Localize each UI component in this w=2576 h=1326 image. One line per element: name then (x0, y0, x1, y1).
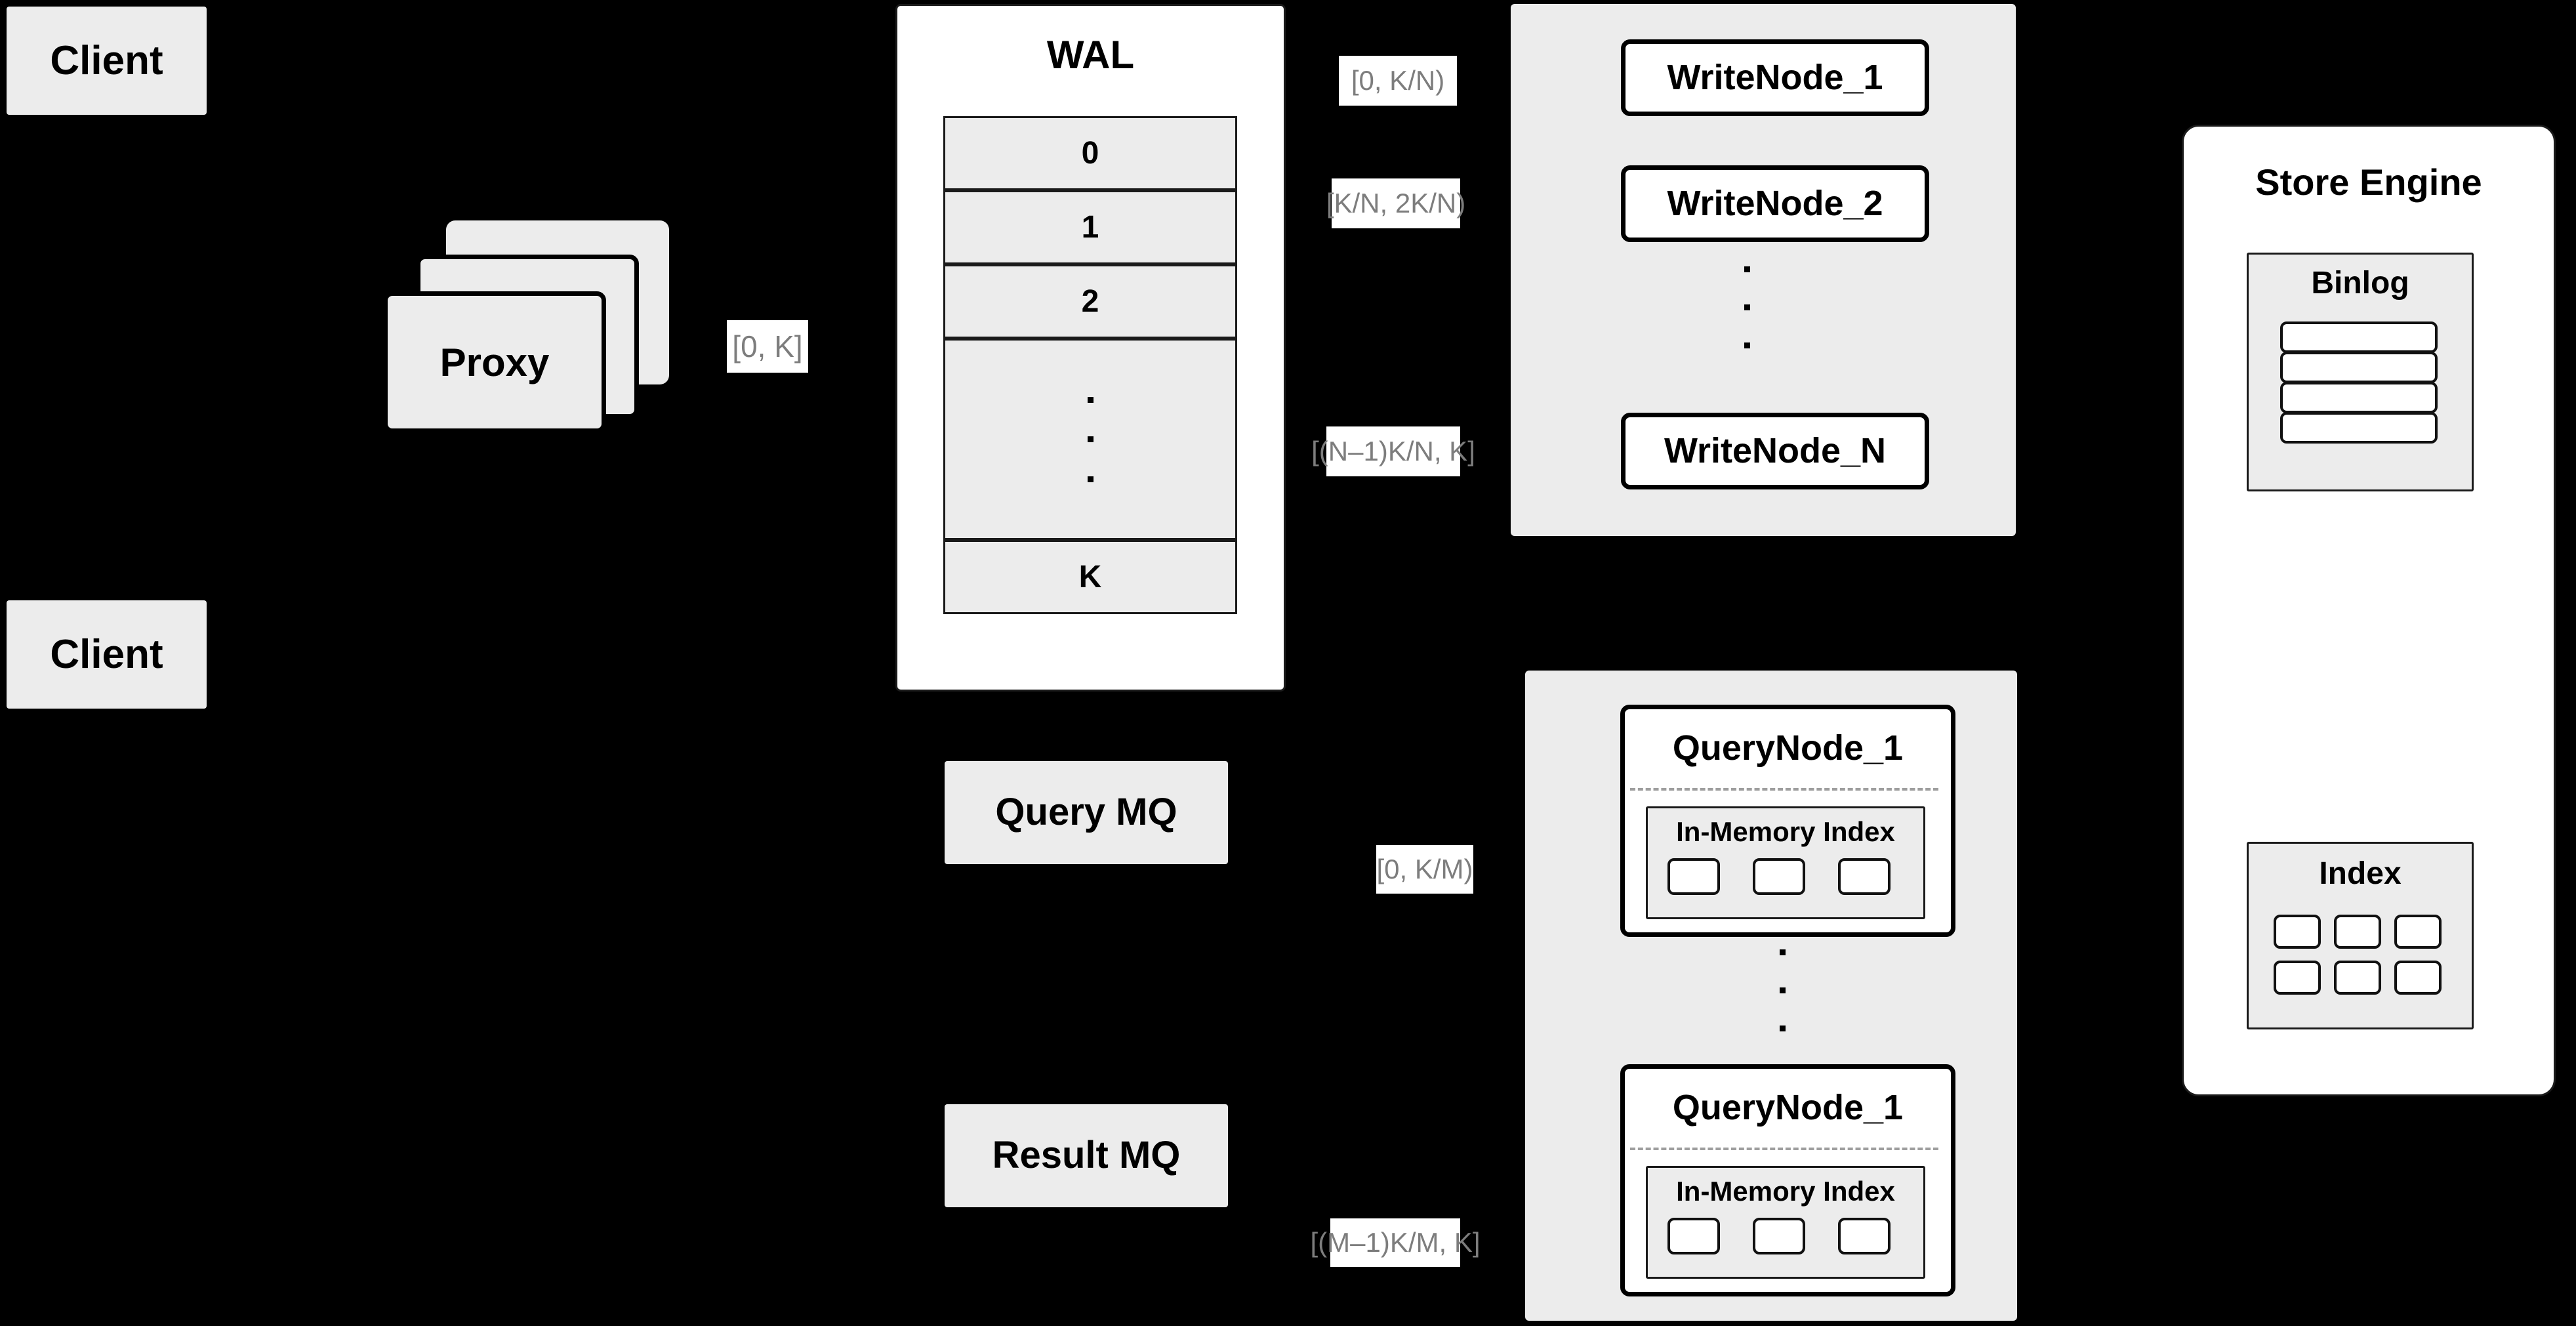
writenode-2[interactable]: WriteNode_2 (1621, 165, 1929, 242)
edge-label-write-n: [(N–1)K/N, K] (1311, 426, 1475, 476)
index-panel: Index (2247, 842, 2474, 1029)
wal-cell-0-label: 0 (1081, 136, 1099, 171)
writenode-group-container: WriteNode_1 WriteNode_2 WriteNode_N (1511, 4, 2016, 536)
querynode-2[interactable]: QueryNode_1 In-Memory Index (1620, 1064, 1955, 1296)
proxy-label: Proxy (440, 340, 550, 384)
edge-label-query-m: [(M–1)K/M, K] (1310, 1218, 1481, 1267)
index-slot[interactable] (1667, 858, 1720, 895)
wal-cell-2-label: 2 (1081, 284, 1099, 319)
wal-vertical-ellipsis (1087, 396, 1094, 482)
query-mq-box[interactable]: Query MQ (945, 761, 1228, 864)
result-mq-label: Result MQ (992, 1134, 1181, 1177)
client-label-2: Client (50, 631, 163, 677)
index-slot[interactable] (1753, 1218, 1805, 1254)
binlog-row[interactable] (2280, 321, 2438, 353)
wal-title: WAL (1046, 33, 1135, 77)
wal-cell-1-label: 1 (1081, 210, 1099, 245)
edge-label-proxy-to-wal: [0, K] (727, 320, 808, 373)
querynode-2-divider (1630, 1148, 1938, 1150)
store-engine-title: Store Engine (2255, 161, 2482, 203)
wal-cell-ellipsis (943, 339, 1237, 540)
store-index-cell[interactable] (2334, 961, 2381, 995)
querynode-1-divider (1630, 788, 1938, 791)
index-title: Index (2319, 856, 2402, 891)
index-slot[interactable] (1838, 858, 1891, 895)
binlog-title: Binlog (2311, 266, 2409, 300)
wal-cell-0[interactable]: 0 (943, 116, 1237, 190)
store-index-cell[interactable] (2394, 961, 2442, 995)
client-label-1: Client (50, 37, 163, 83)
store-index-cell[interactable] (2394, 915, 2442, 949)
wal-cell-2[interactable]: 2 (943, 264, 1237, 339)
binlog-row[interactable] (2280, 382, 2438, 413)
result-mq-box[interactable]: Result MQ (945, 1104, 1228, 1207)
store-index-cell[interactable] (2334, 915, 2381, 949)
proxy-box[interactable]: Proxy (383, 291, 606, 433)
edge-label-write-1: [0, K/N) (1339, 56, 1457, 106)
index-slot[interactable] (1753, 858, 1805, 895)
wal-panel: WAL 0 1 2 K (895, 4, 1286, 692)
querynode-1-inmemory-index: In-Memory Index (1646, 806, 1925, 919)
querynode-1-label: QueryNode_1 (1672, 728, 1904, 768)
query-mq-label: Query MQ (995, 791, 1177, 834)
querynode-group-container: QueryNode_1 In-Memory Index QueryNode_1 … (1525, 671, 2017, 1321)
binlog-row[interactable] (2280, 412, 2438, 444)
querynode-2-inmemory-index: In-Memory Index (1646, 1166, 1925, 1279)
writenode-vertical-ellipsis (1740, 266, 1753, 348)
querynode-1-index-label: In-Memory Index (1676, 816, 1895, 847)
wal-cell-1[interactable]: 1 (943, 190, 1237, 264)
edge-label-query-1: [0, K/M) (1376, 845, 1473, 894)
writenode-n[interactable]: WriteNode_N (1621, 413, 1929, 489)
writenode-1[interactable]: WriteNode_1 (1621, 39, 1929, 116)
index-slot[interactable] (1667, 1218, 1720, 1254)
querynode-1[interactable]: QueryNode_1 In-Memory Index (1620, 705, 1955, 937)
index-slot[interactable] (1838, 1218, 1891, 1254)
writenode-2-label: WriteNode_2 (1667, 184, 1883, 224)
wal-cell-k[interactable]: K (943, 540, 1237, 614)
edge-label-write-2: [K/N, 2K/N) (1326, 178, 1465, 228)
querynode-vertical-ellipsis (1776, 949, 1789, 1031)
writenode-1-label: WriteNode_1 (1667, 58, 1883, 98)
binlog-panel: Binlog (2247, 253, 2474, 491)
wal-cell-k-label: K (1078, 560, 1102, 594)
store-index-cell[interactable] (2274, 915, 2321, 949)
client-box-1[interactable]: Client (7, 7, 207, 115)
binlog-row[interactable] (2280, 352, 2438, 383)
client-box-2[interactable]: Client (7, 600, 207, 709)
store-index-cell[interactable] (2274, 961, 2321, 995)
writenode-n-label: WriteNode_N (1664, 431, 1887, 471)
querynode-2-label: QueryNode_1 (1672, 1088, 1904, 1127)
store-engine-panel: Store Engine Binlog Index (2182, 125, 2556, 1096)
querynode-2-index-label: In-Memory Index (1676, 1176, 1895, 1207)
